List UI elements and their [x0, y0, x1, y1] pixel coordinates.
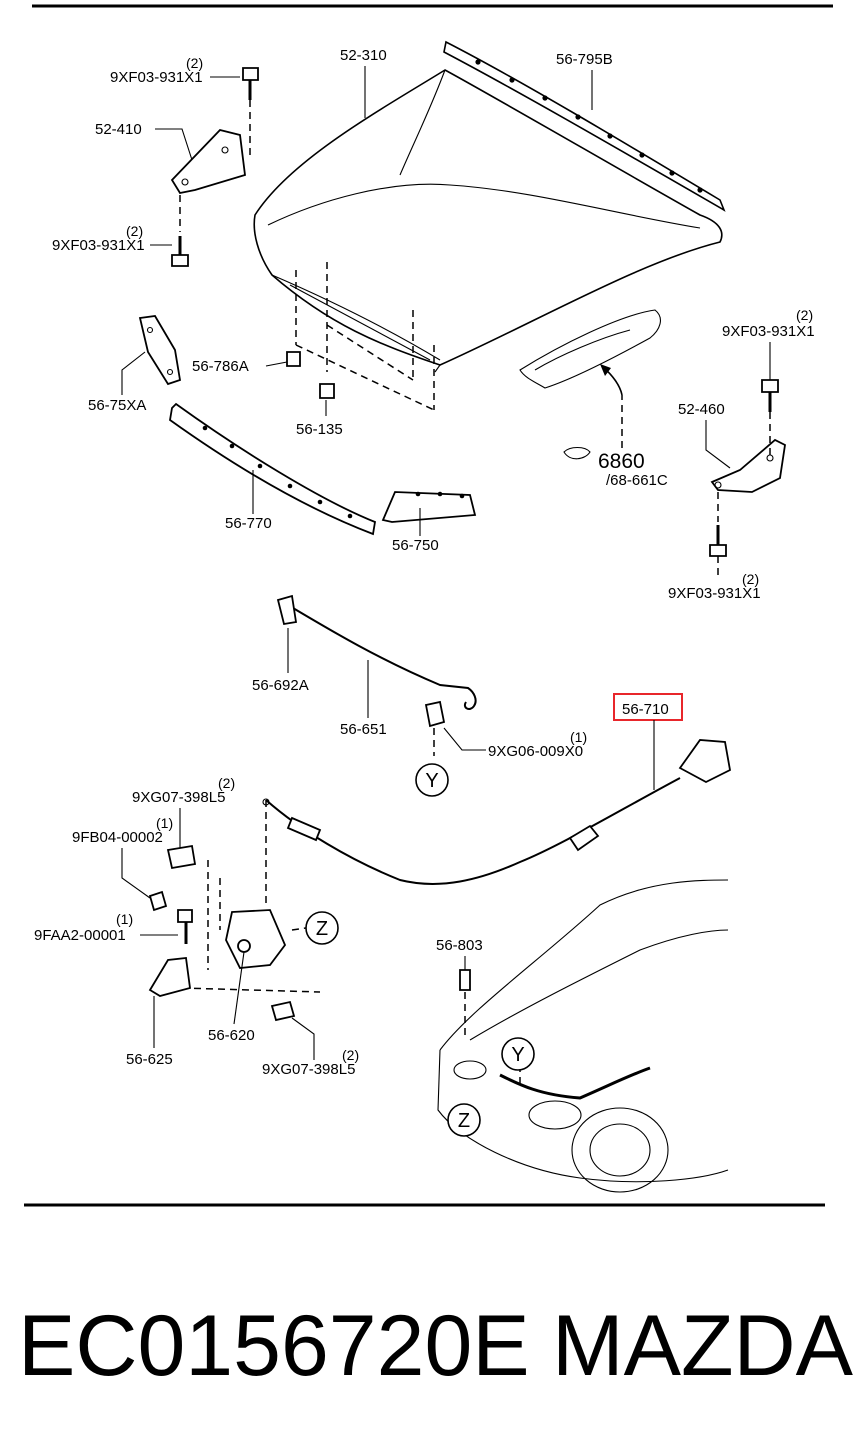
- label-hood-stay: 56-651: [340, 721, 387, 738]
- label-bolt-hinge-left-bottom: 9XF03-931X1: [52, 237, 145, 254]
- qty-screw: (1): [116, 911, 133, 927]
- highlight-box: [613, 693, 683, 721]
- label-hood-seal: 56-795B: [556, 51, 613, 68]
- label-weatherstrip: 56-770: [225, 515, 272, 532]
- footer: EC0156720E MAZDA: [0, 1296, 864, 1396]
- vehicle-sketch: [437, 879, 729, 1193]
- pointing-hand-icon: [563, 446, 591, 460]
- label-cushion: 56-786A: [192, 358, 249, 375]
- qty-grommet: (1): [570, 729, 587, 745]
- qty-nut: (1): [156, 815, 173, 831]
- marker-z-label: Z: [316, 918, 328, 940]
- weatherstrip-drawing: [169, 402, 377, 536]
- part-number: EC0156720E: [18, 1298, 530, 1394]
- marker-y-vehicle-circle: [501, 1037, 535, 1071]
- part-labels: 52-310 56-795B (2) 9XF03-931X1 52-410 (2…: [34, 47, 815, 1078]
- label-bumper: 56-135: [296, 421, 343, 438]
- reference-arrow: [563, 364, 623, 460]
- qty-bolt-hinge-right-bottom: (2): [742, 571, 759, 587]
- label-hinge-left: 52-410: [95, 121, 142, 138]
- label-latch-bracket: 56-625: [126, 1051, 173, 1068]
- label-bolt-latch-top: 9XG07-398L5: [132, 789, 225, 806]
- release-cable-drawing: [262, 739, 732, 885]
- label-bolt-hinge-right-bottom: 9XF03-931X1: [668, 585, 761, 602]
- left-bracket-drawing: [138, 315, 182, 386]
- marker-y-label: Y: [425, 770, 438, 792]
- marker-z-vehicle-label: Z: [458, 1110, 470, 1132]
- view-markers: Y Z Y Z: [291, 763, 535, 1137]
- label-bracket-right: 56-750: [392, 537, 439, 554]
- latch-assembly-drawing: [148, 800, 321, 1022]
- marker-y-vehicle-label: Y: [511, 1044, 524, 1066]
- exploded-parts-diagram: 52-310 56-795B (2) 9XF03-931X1 52-410 (2…: [24, 4, 833, 1207]
- qty-bolt-hinge-right-top: (2): [796, 307, 813, 323]
- label-bolt-hinge-right-top: 9XF03-931X1: [722, 323, 815, 340]
- hood-seal-drawing: [443, 40, 726, 212]
- qty-bolt-hinge-left-bottom: (2): [126, 223, 143, 239]
- label-clip-stay: 56-692A: [252, 677, 309, 694]
- label-bolt-latch-bottom: 9XG07-398L5: [262, 1061, 355, 1078]
- label-hinge-right: 52-460: [678, 401, 725, 418]
- label-release-cable: 56-710: [622, 701, 669, 718]
- label-hood-bumper: 56-803: [436, 937, 483, 954]
- label-bolt-hinge-left-top: 9XF03-931X1: [110, 69, 203, 86]
- marker-y-circle: [415, 763, 449, 797]
- marker-z-vehicle-circle: [447, 1103, 481, 1137]
- label-nut: 9FB04-00002: [72, 829, 163, 846]
- label-grommet: 9XG06-009X0: [488, 743, 583, 760]
- right-bracket-drawing: [381, 491, 477, 523]
- label-bracket-left: 56-75XA: [88, 397, 146, 414]
- qty-bolt-hinge-left-top: (2): [186, 55, 203, 71]
- label-latch: 56-620: [208, 1027, 255, 1044]
- label-screw: 9FAA2-00001: [34, 927, 126, 944]
- left-hinge-drawing: [170, 67, 259, 267]
- label-ref-page: 6860: [598, 450, 645, 473]
- qty-bolt-latch-bottom: (2): [342, 1047, 359, 1063]
- right-hinge-drawing: [709, 379, 786, 580]
- qty-bolt-latch-top: (2): [218, 775, 235, 791]
- label-ref-sub: /68-661C: [606, 472, 668, 489]
- hood-stay-drawing: [276, 594, 477, 756]
- hood-drawing: [253, 69, 723, 389]
- label-hood: 52-310: [340, 47, 387, 64]
- hood-mount-guides: [286, 262, 435, 411]
- brand-name: MAZDA: [552, 1298, 853, 1394]
